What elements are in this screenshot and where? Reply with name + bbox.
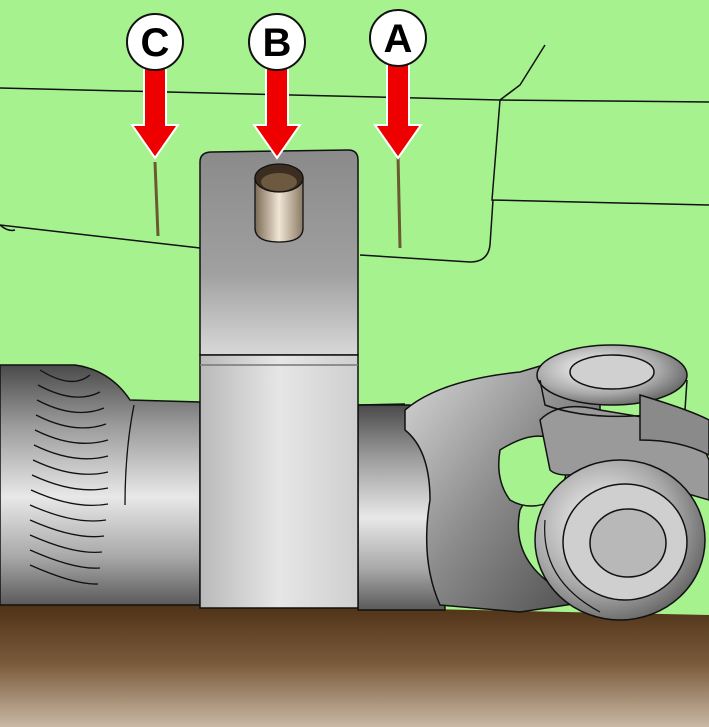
bearing-cap-front-inner: [589, 508, 667, 578]
callout-label-b: B: [263, 21, 292, 65]
yoke-arm-right: [639, 393, 709, 456]
callout-c: C: [126, 13, 184, 160]
ground: [0, 600, 709, 727]
arrow-a: [373, 61, 423, 160]
shaft-left: [0, 364, 201, 606]
pin-a: [396, 154, 402, 249]
bracket-plate: [199, 149, 359, 356]
pin-c: [153, 161, 160, 237]
arrow-c: [130, 61, 180, 160]
clamp-band: [199, 354, 359, 609]
arrow-b: [252, 61, 302, 160]
shaft-outline: [357, 403, 406, 406]
callout-label-a: A: [384, 17, 413, 61]
cap-shading: [544, 519, 601, 613]
panel-outline: [0, 44, 709, 263]
bearing-cap-top-inner: [569, 354, 655, 390]
callout-a: A: [369, 9, 427, 160]
callout-label-c: C: [141, 21, 170, 65]
boot-ribs: [29, 369, 135, 585]
callout-b: B: [248, 13, 306, 160]
bolt-hole: [254, 163, 304, 243]
